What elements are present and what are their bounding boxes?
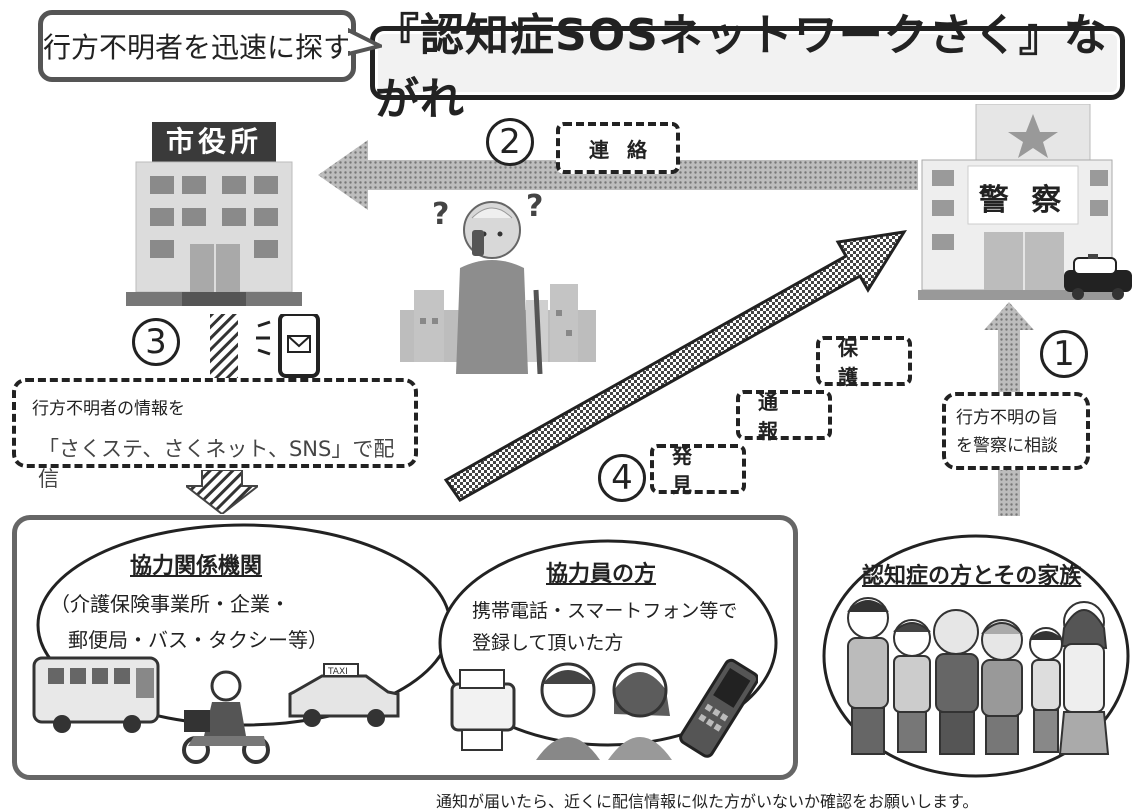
svg-text:?: ? <box>526 190 543 224</box>
step-4-tag-protect: 保護 <box>816 336 912 389</box>
police-station-icon <box>918 104 1132 300</box>
cooperators-panel <box>12 515 798 780</box>
arrow-found-report <box>443 230 907 502</box>
members-devices-icon <box>450 658 758 760</box>
family-heading: 認知症の方とその家族 <box>862 564 1082 589</box>
city-hall-icon <box>126 122 302 306</box>
footer-note: 通知が届いたら、近くに配信情報に似た方がいないか確認をお願いします。 <box>436 792 979 811</box>
svg-text:?: ? <box>432 197 449 232</box>
vehicles-icon: TAXI <box>32 656 400 764</box>
step-3-message-box: 行方不明者の情報を 「さくステ、さくネット、SNS」で配信 <box>12 378 418 491</box>
orgs-line2: 郵便局・バス・タクシー等） <box>68 628 328 652</box>
orgs-line1: （介護保険事業所・企業・ <box>50 592 290 616</box>
confused-elderly-icon: ? ? <box>400 190 596 374</box>
step-3-line2: 「さくステ、さくネット、SNS」で配信 <box>38 437 395 491</box>
members-line2: 登録して頂いた方 <box>472 632 624 654</box>
step-1-message-box: 行方不明の旨 を警察に相談 <box>942 392 1090 470</box>
taxi-sign: TAXI <box>327 667 348 677</box>
arrow-contact <box>318 140 918 210</box>
callout-box: 行方不明者を迅速に探す <box>38 10 356 82</box>
orgs-heading: 協力関係機関 <box>130 554 263 579</box>
step-1-number: 1 <box>1040 330 1088 378</box>
callout-text: 行方不明者を迅速に探す <box>43 31 352 64</box>
family-icon <box>847 597 1110 755</box>
step-3-line1: 行方不明者の情報を <box>32 399 185 419</box>
city-hall-sign: 市役所 <box>165 125 262 158</box>
members-ellipse <box>438 539 778 747</box>
step-2-tag-contact: 連絡 <box>556 122 680 174</box>
step-4-tag-report: 通報 <box>736 390 832 443</box>
step-1-line2: を警察に相談 <box>956 436 1058 456</box>
members-heading: 協力員の方 <box>546 562 657 587</box>
callout-tail <box>348 28 382 57</box>
members-line1: 携帯電話・スマートフォン等で <box>472 600 738 622</box>
broadcast-phone-icon <box>210 314 320 378</box>
step-2-number: 2 <box>486 118 534 166</box>
step-3-number: 3 <box>132 318 180 366</box>
arrow-down-hatched <box>186 470 258 514</box>
step-4-number: 4 <box>598 454 646 502</box>
police-sign: 警 察 <box>978 183 1068 218</box>
title-text: 『認知症SOSネットワークさく』ながれ <box>375 10 1109 125</box>
step-1-line1: 行方不明の旨 <box>956 408 1058 428</box>
page-title: 『認知症SOSネットワークさく』ながれ <box>370 10 1125 125</box>
step-4-tag-found: 発見 <box>650 444 746 497</box>
